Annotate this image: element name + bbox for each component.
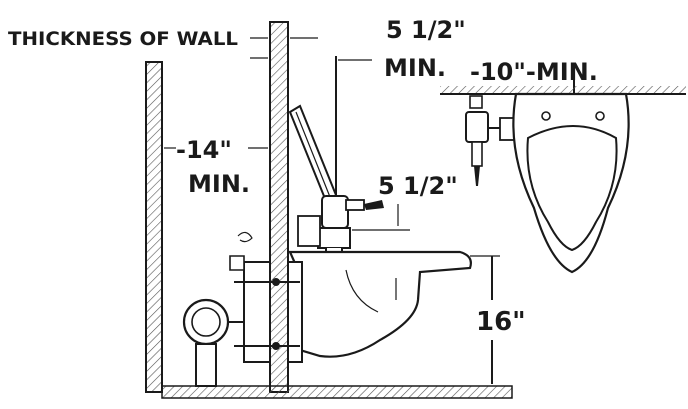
front-wall (269, 21, 289, 393)
wall-thickness-dimension (250, 37, 318, 59)
back-wall (145, 61, 163, 393)
clearance-top-label: 5 1/2" (386, 16, 466, 44)
rim-height-label: 16" (476, 307, 526, 337)
bowl-plan-view (512, 92, 630, 274)
rim-height-dimension (470, 255, 500, 384)
wall-clearance-min-label: MIN. (188, 170, 250, 198)
clearance-top-min-label: MIN. (384, 54, 446, 82)
carrier-bracket (229, 231, 303, 363)
flush-valve-height-label: 5 1/2" (378, 172, 458, 200)
drain-fitting (182, 298, 244, 387)
plan-view-wall (440, 86, 686, 94)
thickness-of-wall-label: THICKNESS OF WALL (8, 28, 238, 50)
flush-valve-tube (288, 104, 340, 208)
wall-hung-bowl-side-view (288, 250, 472, 358)
width-min-label: -10"-MIN. (470, 58, 598, 86)
floor (161, 385, 513, 399)
wall-clearance-label: -14" (176, 136, 232, 164)
